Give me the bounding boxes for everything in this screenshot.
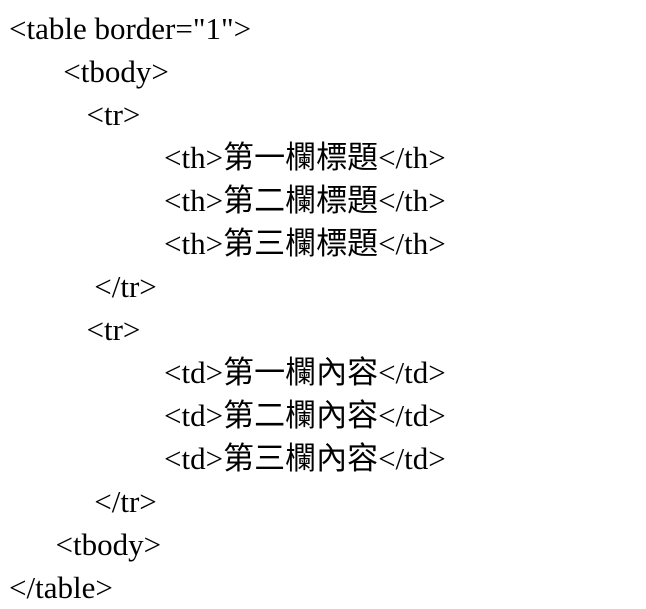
code-line: <th>第二欄標題</th>	[9, 183, 446, 218]
code-line: <tbody>	[9, 54, 169, 89]
code-line: </tr>	[9, 269, 157, 304]
code-line: <th>第三欄標題</th>	[9, 226, 446, 261]
code-line: <td>第三欄內容</td>	[9, 441, 446, 476]
code-line: <td>第一欄內容</td>	[9, 355, 446, 390]
code-line: <tr>	[9, 97, 141, 132]
code-line: </table>	[9, 570, 113, 605]
code-line: <th>第一欄標題</th>	[9, 140, 446, 175]
code-line: <tr>	[9, 312, 141, 347]
code-line: <td>第二欄內容</td>	[9, 398, 446, 433]
code-line: <table border="1">	[9, 11, 252, 46]
code-line: </tr>	[9, 484, 157, 519]
code-line: <tbody>	[9, 527, 162, 562]
